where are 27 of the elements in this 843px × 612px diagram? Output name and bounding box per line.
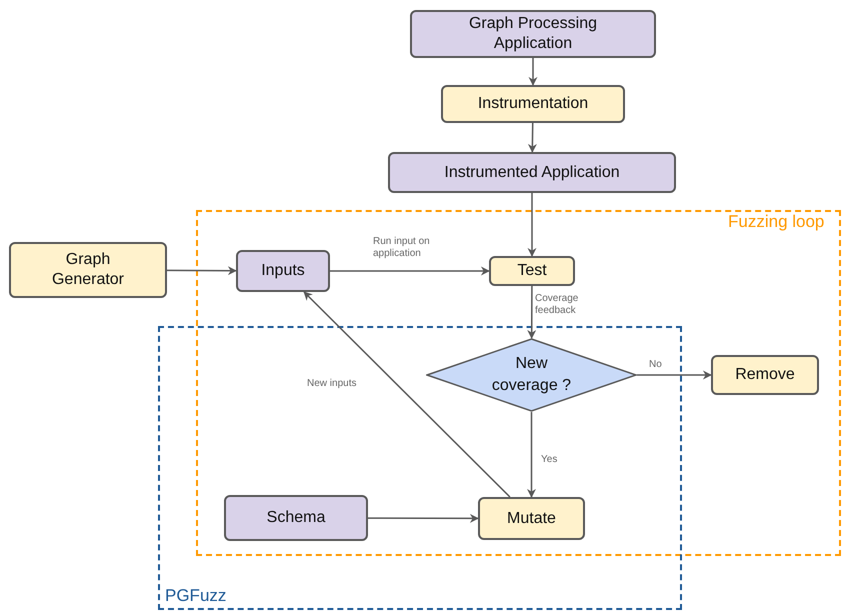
- arrow: [330, 266, 490, 276]
- arrow: [528, 193, 536, 257]
- process-box: Inputs: [236, 250, 330, 292]
- arrow: [167, 266, 237, 276]
- arrow: [637, 370, 712, 380]
- arrow: [303, 291, 510, 498]
- frame-title: PGFuzz: [165, 586, 226, 606]
- edge-label: New inputs: [307, 378, 358, 390]
- process-box: Graph Generator: [9, 242, 167, 298]
- process-box: Remove: [711, 355, 819, 395]
- process-box: Test: [489, 256, 575, 286]
- edge-label: No: [649, 359, 663, 371]
- process-box: Schema: [224, 495, 368, 541]
- arrow: [527, 412, 536, 498]
- process-box: Graph Processing Application: [410, 10, 656, 58]
- decision-diamond: New coverage ?: [426, 338, 637, 412]
- arrow: [528, 122, 537, 153]
- frame-title: Fuzzing loop: [728, 212, 824, 232]
- arrow: [368, 514, 479, 523]
- process-box: Instrumented Application: [388, 152, 676, 193]
- edge-label: Yes: [541, 454, 558, 466]
- process-box: Instrumentation: [441, 85, 625, 123]
- edge-label: Run input on application: [373, 236, 431, 260]
- arrow: [528, 58, 538, 86]
- process-box: Mutate: [478, 497, 585, 540]
- edge-label: Coverage feedback: [535, 293, 580, 317]
- arrow: [527, 286, 536, 339]
